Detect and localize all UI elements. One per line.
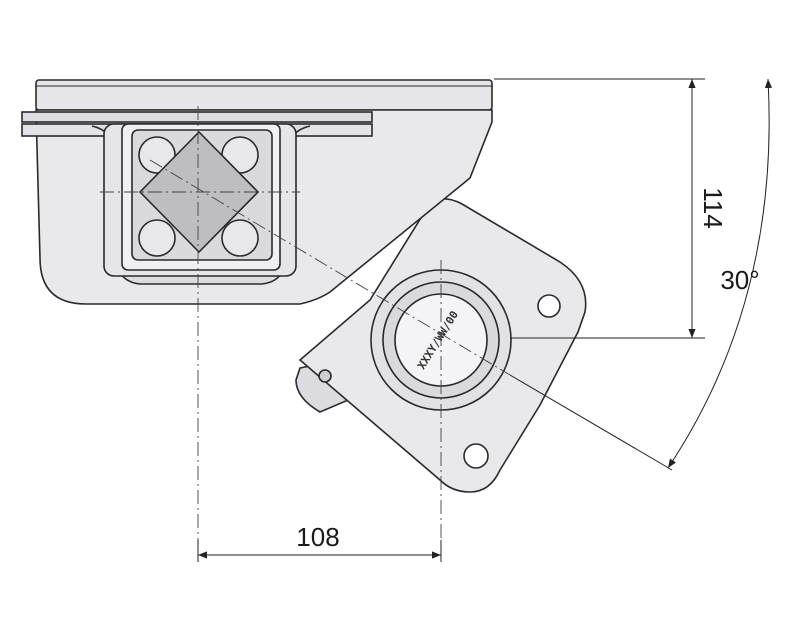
ext-line-angle	[509, 374, 673, 471]
flange-bar-top	[21, 111, 373, 123]
contact-pin-4	[221, 219, 259, 257]
dim-30-arc	[667, 78, 773, 469]
main-housing	[21, 79, 493, 305]
housing-lid	[35, 79, 493, 111]
bolt-hole-bottom	[463, 443, 489, 469]
contact-pin-1	[138, 136, 176, 174]
dimension-lines	[197, 78, 773, 562]
dim-30-label: 30°	[720, 265, 759, 295]
bolt-hole-right	[537, 294, 561, 318]
center-lines	[100, 106, 511, 540]
contact-pin-3	[138, 219, 176, 257]
dim-114-label: 114	[698, 187, 728, 228]
rivet	[318, 369, 332, 383]
dim-108-label: 108	[296, 522, 339, 552]
